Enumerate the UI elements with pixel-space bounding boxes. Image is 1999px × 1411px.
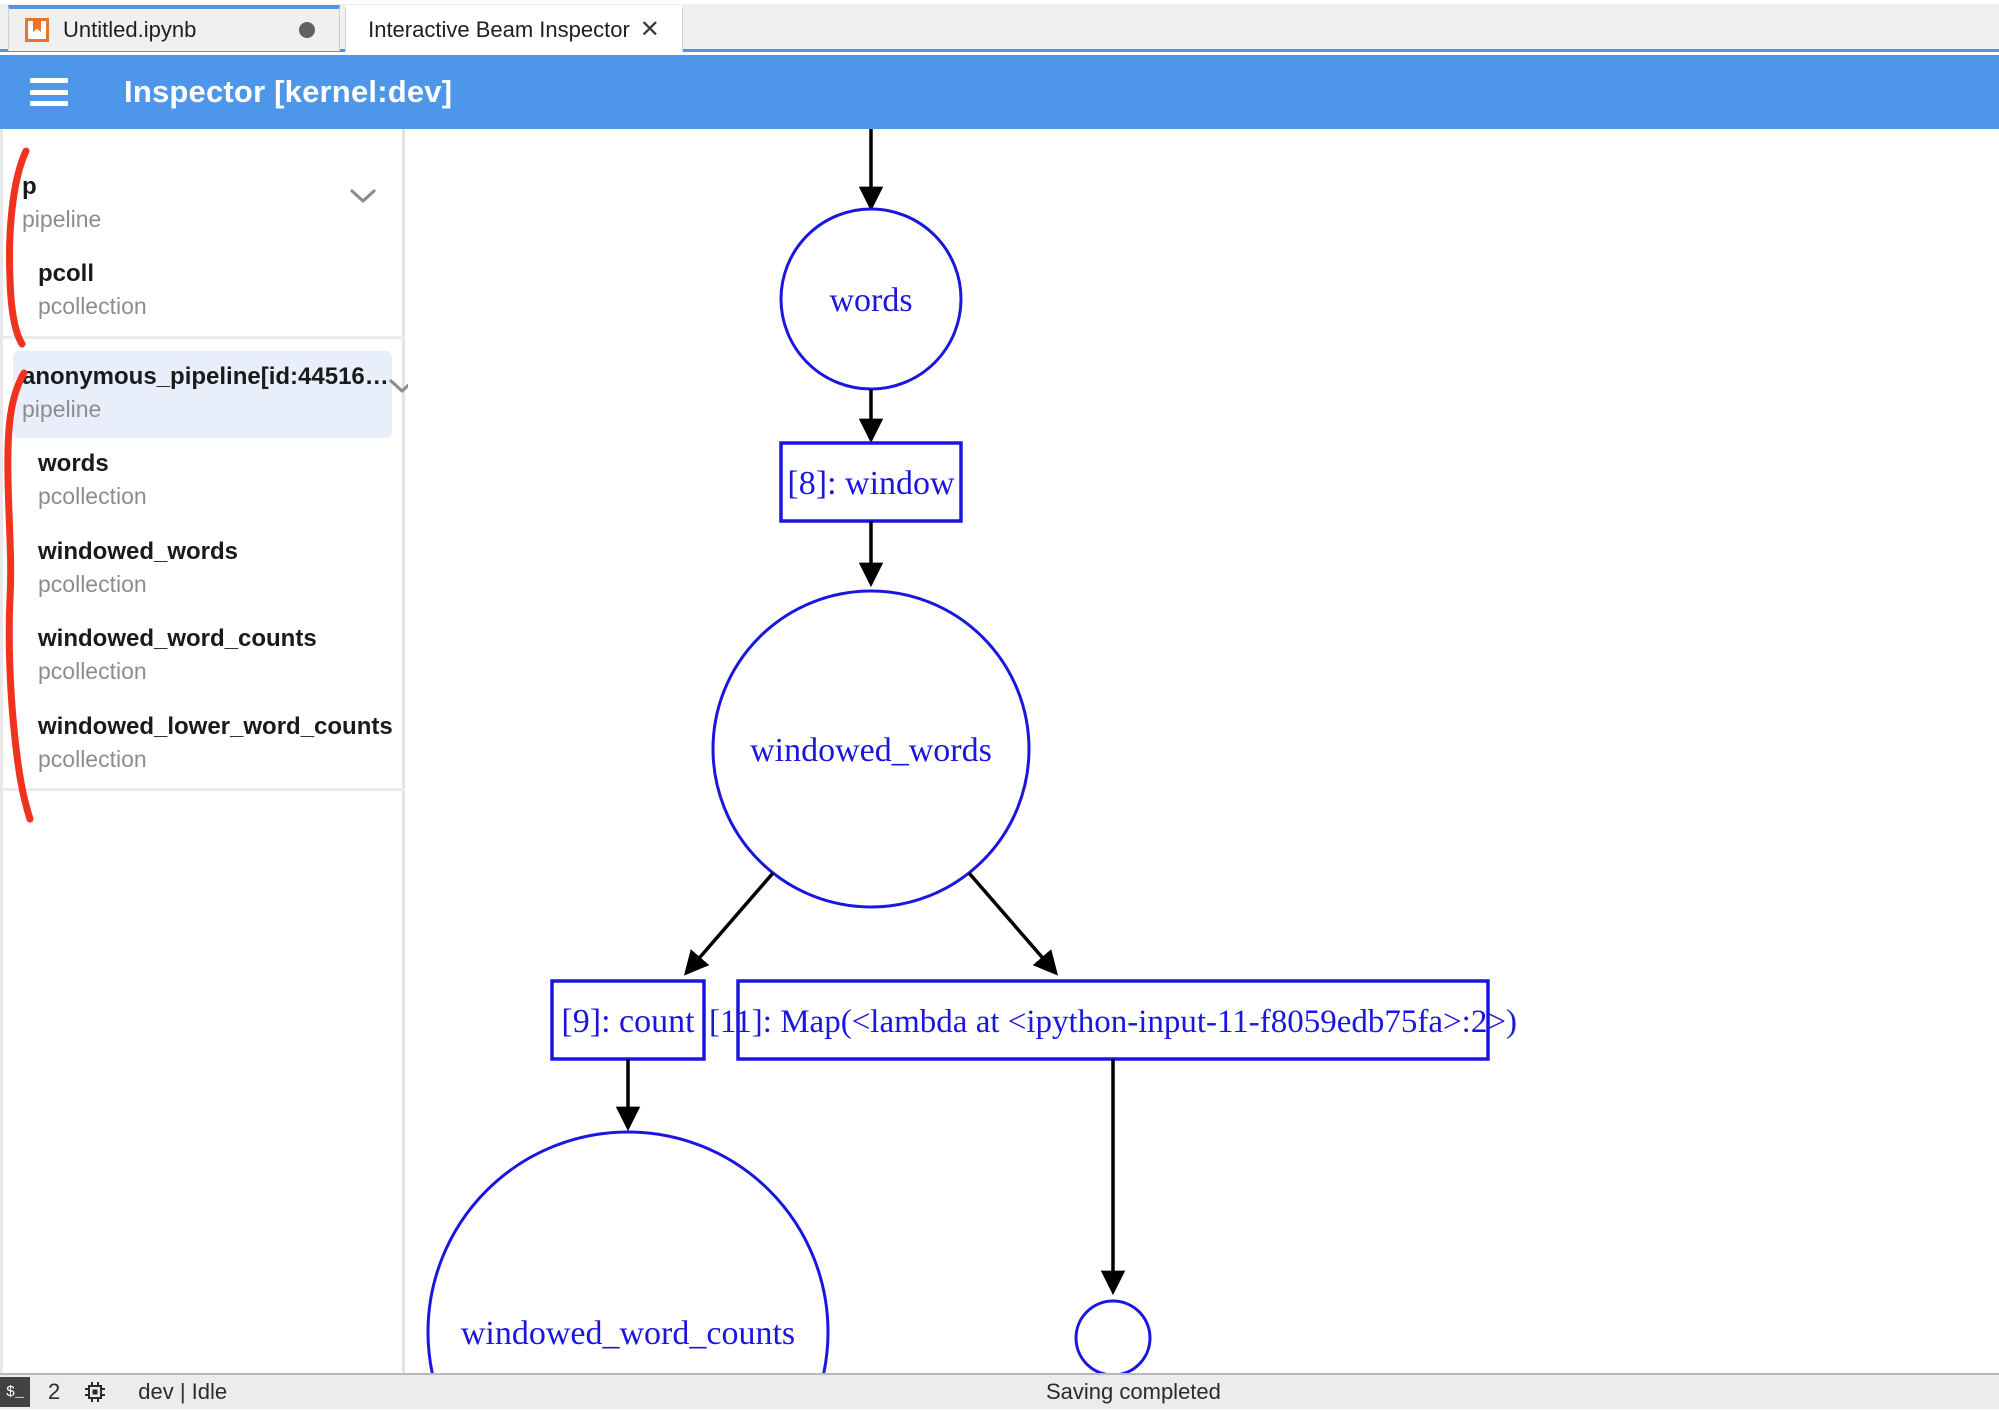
sidebar-item-name: windowed_lower_word_counts bbox=[38, 712, 393, 740]
save-status: Saving completed bbox=[1046, 1379, 1221, 1404]
sidebar-item-kind: pcollection bbox=[38, 658, 147, 685]
sidebar-item-windowed-word-counts[interactable]: windowed_word_counts pcollection bbox=[0, 613, 402, 700]
unsaved-indicator-dot[interactable] bbox=[299, 22, 315, 38]
graph-node-windowed-words[interactable] bbox=[711, 589, 1031, 909]
graph-node-unnamed-pcoll[interactable] bbox=[1074, 1299, 1152, 1373]
sidebar-item-kind: pcollection bbox=[38, 570, 147, 597]
sidebar-item-kind: pipeline bbox=[22, 395, 102, 422]
status-bar: $_ 2 dev | Idle Saving completed bbox=[0, 1373, 1999, 1409]
graph-node-windowed-word-counts[interactable] bbox=[426, 1130, 830, 1373]
sidebar-item-name: p bbox=[22, 173, 37, 200]
graph-node-label: words bbox=[829, 282, 912, 319]
sidebar-item-kind: pipeline bbox=[22, 205, 102, 232]
graph-node-label: [11]: Map(<lambda at <ipython-input-11-f… bbox=[709, 1004, 1517, 1040]
edge-windowed-words-to-map bbox=[967, 871, 1059, 976]
pipeline-graph-canvas[interactable]: words [8]: window windowed_words [9]: co… bbox=[408, 129, 1999, 1373]
kernel-status[interactable]: dev | Idle bbox=[138, 1379, 228, 1404]
notebook-icon bbox=[25, 18, 49, 42]
sidebar-item-anonymous-pipeline[interactable]: anonymous_pipeline[id:44516… pipeline bbox=[13, 350, 415, 439]
tab-bar-top-edge bbox=[0, 0, 1999, 4]
tab-label: Untitled.ipynb bbox=[63, 17, 197, 42]
sidebar-item-name: windowed_words bbox=[38, 537, 239, 565]
chevron-down-icon[interactable] bbox=[350, 189, 376, 204]
sidebar-item-kind: pcollection bbox=[38, 745, 147, 772]
hamburger-icon[interactable] bbox=[30, 78, 68, 106]
sidebar-left-edge bbox=[0, 129, 3, 1373]
sidebar-item-kind: pcollection bbox=[38, 293, 147, 320]
sidebar-item-name: words bbox=[38, 450, 109, 478]
page-title: Inspector [kernel:dev] bbox=[124, 74, 453, 109]
sidebar-item-name: windowed_word_counts bbox=[38, 625, 317, 653]
tab-bar: Untitled.ipynb Interactive Beam Inspecto… bbox=[0, 0, 1999, 54]
sidebar-item-name: pcoll bbox=[38, 260, 95, 288]
inspectables-sidebar: p pipeline pcoll pcollection anonymous_p… bbox=[0, 129, 415, 1373]
graph-node-label: [8]: window bbox=[787, 465, 955, 502]
terminal-count: 2 bbox=[48, 1379, 61, 1404]
graph-node-label: windowed_word_counts bbox=[461, 1315, 795, 1352]
tab-interactive-beam-inspector[interactable]: Interactive Beam Inspector ✕ bbox=[345, 5, 683, 54]
sidebar-item-p[interactable]: p pipeline bbox=[0, 161, 402, 248]
sidebar-group-p: p pipeline pcoll pcollection bbox=[0, 129, 402, 336]
terminal-icon[interactable]: $_ bbox=[0, 1377, 30, 1407]
graph-node-label: windowed_words bbox=[750, 732, 992, 769]
sidebar-divider bbox=[0, 788, 405, 792]
tab-untitled-ipynb[interactable]: Untitled.ipynb bbox=[8, 5, 340, 51]
sidebar-item-windowed-lower-word-counts[interactable]: windowed_lower_word_counts pcollection bbox=[0, 701, 402, 788]
graph-node-label: [9]: count bbox=[561, 1003, 695, 1040]
edge-windowed-words-to-count bbox=[683, 871, 775, 976]
inspector-header: Inspector [kernel:dev] bbox=[0, 55, 1999, 129]
sidebar-item-name: anonymous_pipeline[id:44516… bbox=[22, 362, 389, 390]
sidebar-item-kind: pcollection bbox=[38, 483, 147, 510]
close-icon[interactable]: ✕ bbox=[639, 16, 660, 43]
main-body: p pipeline pcoll pcollection anonymous_p… bbox=[0, 129, 1999, 1373]
sidebar-group-anonymous-pipeline: anonymous_pipeline[id:44516… pipeline wo… bbox=[0, 339, 415, 788]
sidebar-divider bbox=[0, 335, 405, 339]
chip-icon[interactable] bbox=[82, 1379, 108, 1405]
tab-label: Interactive Beam Inspector bbox=[368, 17, 630, 42]
sidebar-item-windowed-words[interactable]: windowed_words pcollection bbox=[0, 526, 402, 613]
sidebar-item-words[interactable]: words pcollection bbox=[0, 438, 402, 525]
sidebar-item-pcoll[interactable]: pcoll pcollection bbox=[0, 248, 402, 335]
graph-node-map[interactable] bbox=[736, 979, 1490, 1061]
pipeline-graph: words [8]: window windowed_words [9]: co… bbox=[426, 129, 1517, 1373]
